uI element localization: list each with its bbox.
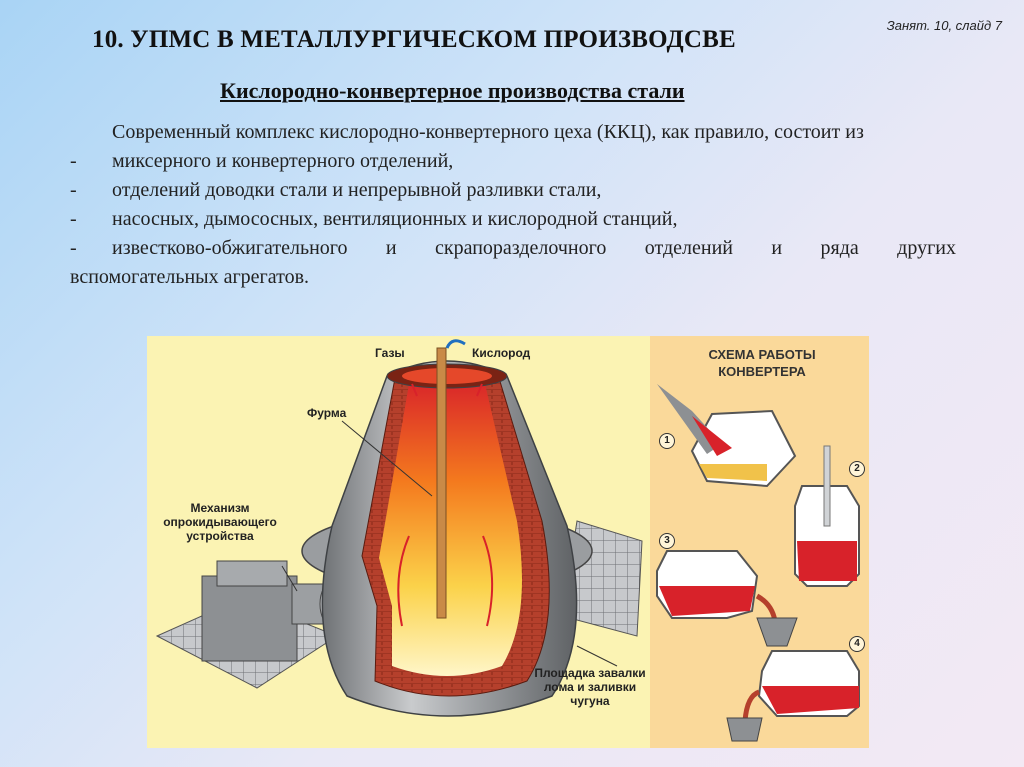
slide-title: 10. УПМС В МЕТАЛЛУРГИЧЕСКОМ ПРОИЗВОДСВЕ — [92, 26, 736, 53]
converter-figure: Газы Кислород Фурма Механизм опрокидываю… — [147, 336, 869, 748]
slide-subtitle: Кислородно-конвертерное производства ста… — [220, 78, 685, 103]
list-item: - отделений доводки стали и непрерывной … — [70, 176, 956, 205]
list-item-text: отделений доводки стали и непрерывной ра… — [112, 179, 602, 201]
scheme-step-3 — [656, 550, 798, 647]
converter-illustration — [155, 339, 860, 742]
label-platform: Площадка завалки лома и заливки чугуна — [534, 666, 646, 708]
scheme-title: СХЕМА РАБОТЫ КОНВЕРТЕРА — [708, 347, 816, 379]
list-dash: - — [70, 150, 77, 172]
list-dash: - — [70, 237, 77, 259]
list-dash: - — [70, 179, 77, 201]
slide-note: Занят. 10, слайд 7 — [886, 18, 1002, 33]
body-text: Современный комплекс кислородно-конверте… — [70, 118, 956, 292]
list-dash: - — [70, 208, 77, 230]
scheme-step-4 — [726, 650, 860, 742]
list-item: - насосных, дымососных, вентиляционных и… — [70, 205, 956, 234]
label-oxygen: Кислород — [472, 346, 531, 360]
label-mechanism: Механизм опрокидывающего устройства — [163, 501, 277, 543]
step-number-4: 4 — [849, 636, 865, 652]
list-item: - миксерного и конвертерного отделений, — [70, 147, 956, 176]
intro-paragraph: Современный комплекс кислородно-конверте… — [112, 121, 864, 143]
flame-interior — [379, 377, 522, 676]
list-item: - известково-обжигательного и скрапоразд… — [70, 234, 956, 263]
oxygen-arrow-icon — [445, 339, 466, 349]
step-number-3: 3 — [659, 533, 675, 549]
step-number-1: 1 — [659, 433, 675, 449]
list-item-text: насосных, дымососных, вентиляционных и к… — [112, 208, 678, 230]
gas-flow-arrows — [397, 383, 494, 627]
list-item-text: известково-обжигательного и скрапораздел… — [112, 237, 956, 259]
closing-line: вспомогательных агрегатов. — [70, 266, 310, 288]
scheme-step-2 — [794, 445, 860, 587]
label-lance: Фурма — [307, 406, 347, 420]
label-gases: Газы — [375, 346, 405, 360]
scheme-step-1 — [657, 384, 797, 488]
step-number-2: 2 — [849, 461, 865, 477]
oxygen-lance — [436, 347, 447, 619]
list-item-text: миксерного и конвертерного отделений, — [112, 150, 454, 172]
